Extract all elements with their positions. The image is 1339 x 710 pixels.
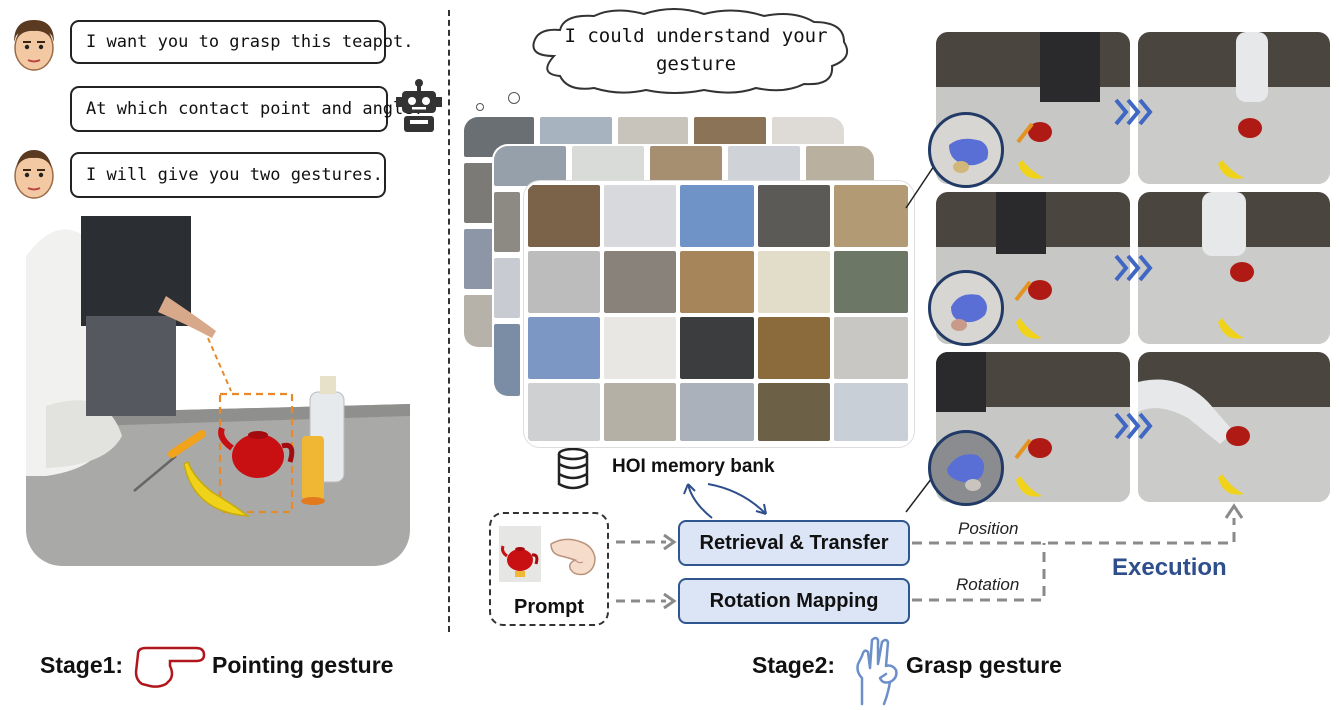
zoom-hand-row2 [928, 270, 1004, 346]
thought-text: I could understand your gesture [564, 25, 828, 75]
image-grid-front [524, 181, 914, 447]
prompt-teapot-image [499, 526, 541, 582]
pointing-scene-image [26, 216, 410, 566]
prompt-to-rotation-arrow [616, 591, 678, 611]
chevron-icon [1114, 96, 1154, 128]
human-avatar [8, 142, 60, 202]
rotation-mapping-box: Rotation Mapping [678, 578, 910, 624]
speech-bubble-robot: At which contact point and angle? [70, 86, 424, 132]
prompt-label: Prompt [514, 596, 584, 618]
position-label: Position [958, 519, 1019, 538]
retrieval-transfer-box: Retrieval & Transfer [678, 520, 910, 566]
rotation-label: Rotation [956, 575, 1020, 594]
thought-dot-small [476, 103, 484, 111]
chevron-icon [1114, 410, 1154, 442]
prompt-to-retrieval-arrow [616, 532, 678, 552]
stage2-prefix: Stage2: [752, 652, 836, 678]
thought-dot-large [508, 92, 520, 104]
robot-icon [394, 78, 444, 134]
prompt-box: Prompt [489, 512, 609, 626]
stage1-prefix: Stage1: [40, 652, 124, 678]
thought-cloud [524, 8, 854, 94]
human-avatar [8, 14, 60, 74]
speech-bubble-human-1: I want you to grasp this teapot. [70, 20, 414, 64]
grasp-hand-icon [848, 634, 904, 706]
stage-divider [448, 10, 450, 632]
stage2-name: Grasp gesture [906, 652, 1062, 678]
speech-bubble-human-2: I will give you two gestures. [70, 152, 386, 198]
output-connectors [910, 500, 1250, 610]
pointing-hand-icon [130, 640, 208, 692]
memory-bank-label: HOI memory bank [612, 456, 775, 477]
execution-label: Execution [1112, 554, 1227, 581]
zoom-hand-row3 [928, 430, 1004, 506]
scene-row3-gesture [936, 352, 1130, 502]
retrieval-arrows [676, 476, 776, 522]
database-icon [556, 447, 590, 490]
scene-row3-execution [1138, 352, 1330, 502]
scene-row1-execution [1138, 32, 1330, 184]
zoom-hand-row1 [928, 112, 1004, 188]
chevron-icon [1114, 252, 1154, 284]
scene-row2-execution [1138, 192, 1330, 344]
stage1-name: Pointing gesture [212, 652, 394, 678]
prompt-hand-icon [545, 530, 601, 582]
